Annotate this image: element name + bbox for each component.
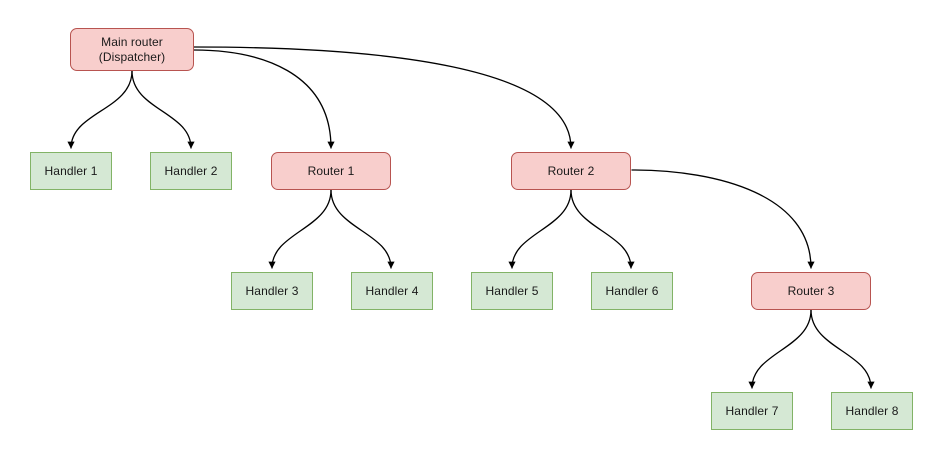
node-label-router-2: Router 2: [547, 163, 595, 178]
node-handler-2[interactable]: Handler 2: [150, 152, 232, 190]
node-handler-6[interactable]: Handler 6: [591, 272, 673, 310]
node-label-handler-6: Handler 6: [605, 283, 659, 298]
edge-group: [67, 46, 875, 389]
node-label-handler-2: Handler 2: [164, 163, 218, 178]
edge-router-2-to-handler-6: [570, 189, 635, 269]
node-handler-4[interactable]: Handler 4: [351, 272, 433, 310]
node-handler-8[interactable]: Handler 8: [831, 392, 913, 430]
edge-main-router-to-handler-2: [131, 70, 195, 149]
edge-main-router-to-handler-1: [67, 70, 133, 149]
node-label-router-3: Router 3: [787, 283, 835, 298]
edge-main-router-to-router-1: [193, 49, 335, 149]
node-label-handler-7: Handler 7: [725, 403, 779, 418]
edge-router-2-to-router-3: [631, 169, 815, 269]
node-label-handler-5: Handler 5: [485, 283, 539, 298]
edge-router-1-to-handler-3: [268, 189, 332, 269]
edge-router-2-to-handler-5: [508, 189, 572, 269]
node-label-handler-4: Handler 4: [365, 283, 419, 298]
node-label-handler-3: Handler 3: [245, 283, 299, 298]
node-handler-1[interactable]: Handler 1: [30, 152, 112, 190]
edge-router-3-to-handler-8: [810, 309, 875, 389]
node-handler-5[interactable]: Handler 5: [471, 272, 553, 310]
node-router-2[interactable]: Router 2: [511, 152, 631, 190]
node-router-1[interactable]: Router 1: [271, 152, 391, 190]
node-main-router[interactable]: Main router (Dispatcher): [70, 28, 194, 71]
node-router-3[interactable]: Router 3: [751, 272, 871, 310]
node-label-router-1: Router 1: [307, 163, 355, 178]
node-handler-7[interactable]: Handler 7: [711, 392, 793, 430]
edge-router-1-to-handler-4: [330, 189, 395, 269]
edge-router-3-to-handler-7: [748, 309, 812, 389]
node-label-handler-8: Handler 8: [845, 403, 899, 418]
node-label-handler-1: Handler 1: [44, 163, 98, 178]
node-handler-3[interactable]: Handler 3: [231, 272, 313, 310]
node-label-main-router: Main router (Dispatcher): [98, 34, 166, 64]
edge-main-router-to-router-2: [193, 46, 575, 149]
